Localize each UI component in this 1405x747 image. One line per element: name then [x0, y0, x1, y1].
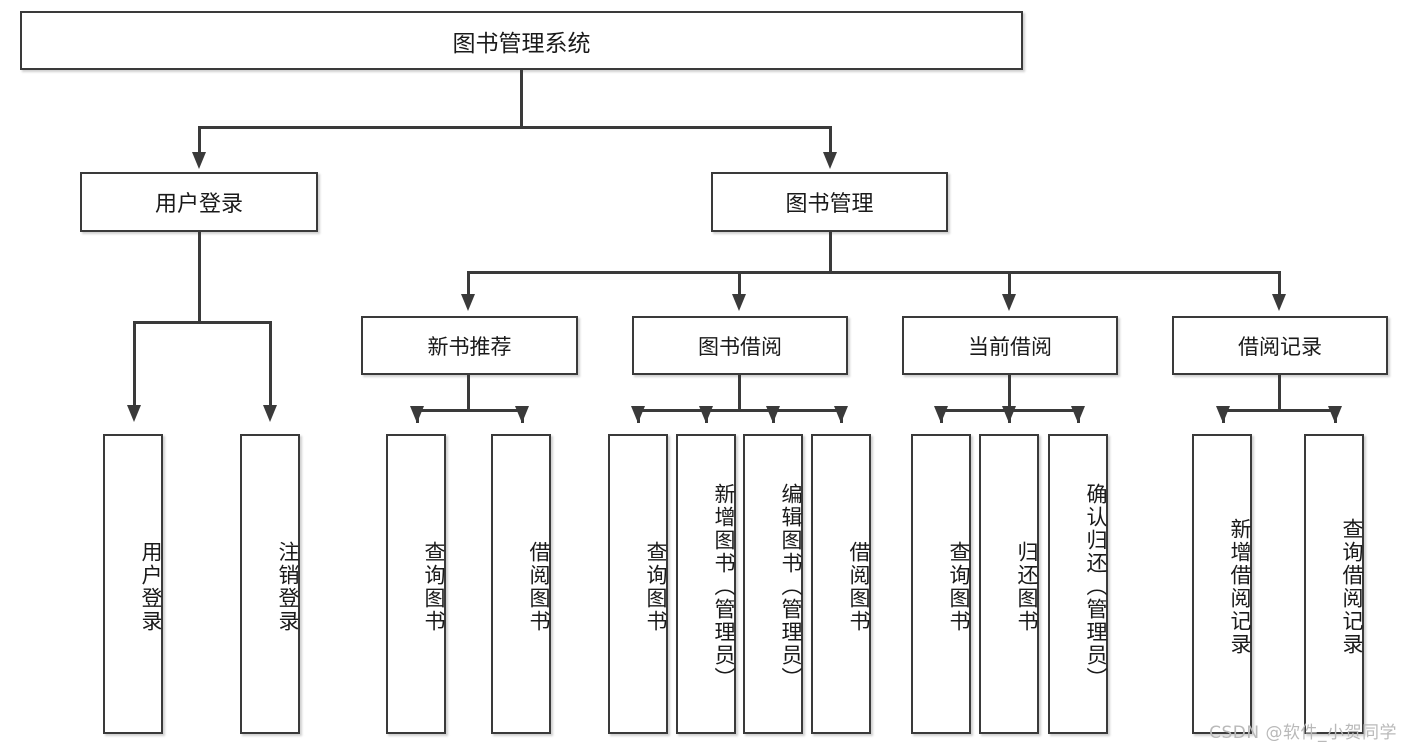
leaf-user-login-login[interactable]: 用户登录 — [103, 434, 163, 734]
arrowhead-br-0 — [1216, 406, 1230, 423]
arrowhead-user-login — [192, 152, 206, 169]
arrowhead-l3-3 — [1272, 294, 1286, 311]
arrowhead-cb-1 — [1002, 406, 1016, 423]
node-label: 查询图书 — [644, 541, 668, 633]
leaf-new-book-query-book[interactable]: 查询图书 — [386, 434, 446, 734]
node-label: 图书管理系统 — [452, 30, 591, 57]
leaf-current-borrow-return-book[interactable]: 归还图书 — [979, 434, 1039, 734]
connector-drop-user-login — [198, 126, 201, 154]
node-label: 归还图书 — [1015, 541, 1039, 633]
leaf-current-borrow-query-book[interactable]: 查询图书 — [911, 434, 971, 734]
arrowhead-ul-leaf-0 — [127, 405, 141, 422]
connector-root-stem — [520, 70, 523, 127]
leaf-book-borrow-add-book-admin[interactable]: 新增图书（管理员） — [676, 434, 736, 734]
node-label: 借阅记录 — [1238, 334, 1322, 359]
arrowhead-bb-3 — [834, 406, 848, 423]
node-borrow-record[interactable]: 借阅记录 — [1172, 316, 1388, 375]
connector-nbr-stem — [467, 375, 470, 410]
connector-user-login-stem — [198, 232, 201, 322]
connector-br-stem — [1278, 375, 1281, 410]
connector-drop-ul-leaf-1 — [269, 321, 272, 407]
connector-drop-l3-3 — [1278, 271, 1281, 296]
connector-bb-stem — [738, 375, 741, 410]
arrowhead-bb-2 — [766, 406, 780, 423]
leaf-book-borrow-edit-book-admin[interactable]: 编辑图书（管理员） — [743, 434, 803, 734]
node-label: 新书推荐 — [427, 334, 512, 359]
node-label: 图书管理 — [785, 192, 874, 217]
node-user-login[interactable]: 用户登录 — [80, 172, 318, 232]
connector-bm-stem — [829, 232, 832, 272]
node-label: 确认归还（管理员） — [1084, 482, 1108, 690]
node-new-book-recommend[interactable]: 新书推荐 — [361, 316, 578, 375]
leaf-borrow-record-add-record[interactable]: 新增借阅记录 — [1192, 434, 1252, 734]
arrowhead-l3-0 — [461, 294, 475, 311]
node-label: 图书借阅 — [698, 334, 782, 359]
arrowhead-br-1 — [1328, 406, 1342, 423]
connector-drop-l3-0 — [467, 271, 470, 296]
node-label: 借阅图书 — [847, 541, 871, 633]
connector-nbr-bus — [416, 409, 524, 412]
leaf-new-book-borrow-book[interactable]: 借阅图书 — [491, 434, 551, 734]
connector-br-bus — [1222, 409, 1335, 412]
node-label: 新增图书（管理员） — [712, 482, 736, 690]
node-label: 编辑图书（管理员） — [779, 482, 803, 690]
node-label: 当前借阅 — [968, 334, 1052, 359]
node-book-borrow[interactable]: 图书借阅 — [632, 316, 848, 375]
node-label: 注销登录 — [276, 541, 300, 633]
arrowhead-nbr-0 — [410, 406, 424, 423]
leaf-borrow-record-query-record[interactable]: 查询借阅记录 — [1304, 434, 1364, 734]
node-label: 查询图书 — [947, 541, 971, 633]
connector-user-login-bus — [133, 321, 270, 324]
node-root-book-management-system[interactable]: 图书管理系统 — [20, 11, 1023, 70]
leaf-current-borrow-confirm-return-admin[interactable]: 确认归还（管理员） — [1048, 434, 1108, 734]
leaf-book-borrow-query-book[interactable]: 查询图书 — [608, 434, 668, 734]
connector-drop-ul-leaf-0 — [133, 321, 136, 407]
connector-bm-bus — [467, 271, 1279, 274]
arrowhead-book-management — [823, 152, 837, 169]
node-current-borrow[interactable]: 当前借阅 — [902, 316, 1118, 375]
node-label: 用户登录 — [139, 541, 163, 633]
connector-bb-bus — [637, 409, 842, 412]
node-label: 查询借阅记录 — [1340, 518, 1364, 656]
arrowhead-cb-2 — [1071, 406, 1085, 423]
arrowhead-l3-2 — [1002, 294, 1016, 311]
node-label: 用户登录 — [154, 192, 243, 217]
arrowhead-l3-1 — [732, 294, 746, 311]
arrowhead-nbr-1 — [515, 406, 529, 423]
node-label: 借阅图书 — [527, 541, 551, 633]
node-book-management[interactable]: 图书管理 — [711, 172, 948, 232]
leaf-book-borrow-borrow-book[interactable]: 借阅图书 — [811, 434, 871, 734]
arrowhead-bb-1 — [699, 406, 713, 423]
node-label: 新增借阅记录 — [1228, 518, 1252, 656]
connector-drop-l3-2 — [1008, 271, 1011, 296]
connector-drop-book-management — [829, 126, 832, 154]
arrowhead-ul-leaf-1 — [263, 405, 277, 422]
leaf-user-login-logout[interactable]: 注销登录 — [240, 434, 300, 734]
connector-root-bus — [198, 126, 830, 129]
arrowhead-bb-0 — [631, 406, 645, 423]
arrowhead-cb-0 — [934, 406, 948, 423]
node-label: 查询图书 — [422, 541, 446, 633]
connector-drop-l3-1 — [738, 271, 741, 296]
connector-cb-stem — [1008, 375, 1011, 410]
